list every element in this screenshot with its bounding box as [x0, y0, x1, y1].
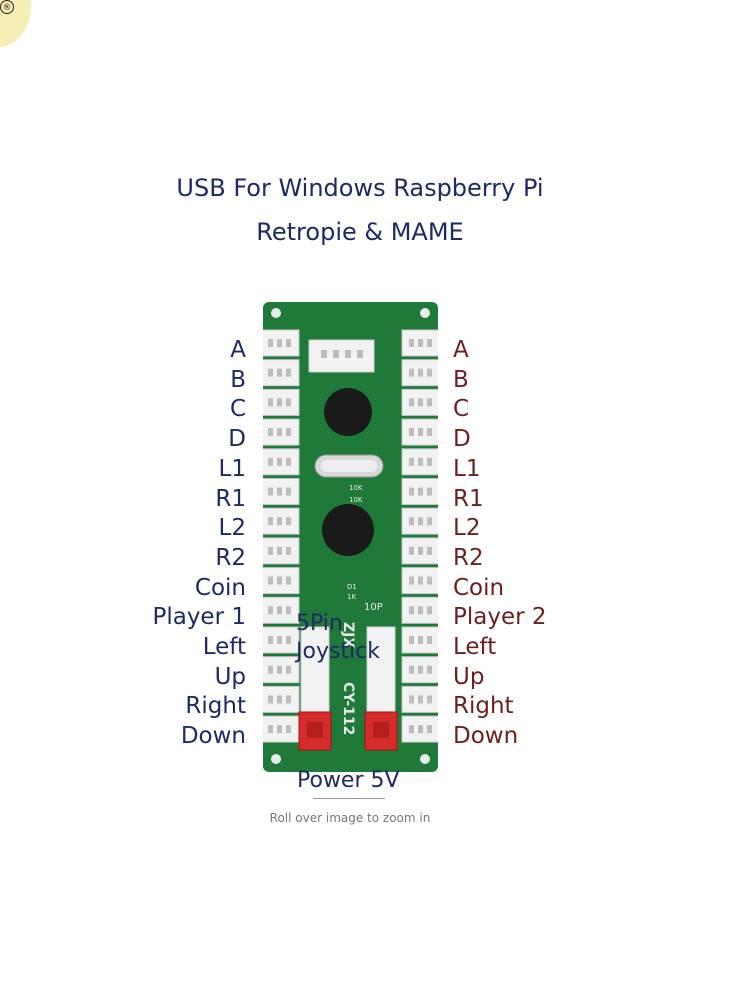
right-label-11: Up: [453, 663, 485, 690]
svg-text:10K: 10K: [349, 484, 363, 492]
right-label-6: L2: [453, 515, 481, 542]
chip-top: [324, 388, 372, 436]
joystick-label: 5Pin Joystick: [296, 610, 380, 666]
left-label-9: Player 1: [152, 604, 246, 631]
silk-brand: ZJX: [340, 622, 356, 648]
svg-text:1K: 1K: [347, 593, 356, 601]
svg-text:10P: 10P: [364, 602, 383, 613]
pcb-board-image[interactable]: 10P 10K 10K D1 1K ZJX CY-112: [263, 302, 438, 772]
right-label-3: D: [453, 426, 471, 453]
svg-text:D1: D1: [347, 583, 357, 591]
top-connector: [308, 339, 375, 373]
joystick-label-line2: Joystick: [296, 639, 381, 664]
left-label-6: L2: [218, 515, 246, 542]
left-label-13: Down: [180, 723, 246, 750]
power-underline: [313, 798, 385, 799]
joystick-label-line1: 5Pin: [296, 611, 343, 636]
left-label-3: D: [228, 426, 246, 453]
svg-text:10K: 10K: [349, 496, 363, 504]
left-label-0: A: [230, 337, 246, 363]
left-label-5: R1: [215, 485, 246, 512]
left-label-7: R2: [215, 544, 246, 571]
right-label-8: Coin: [453, 574, 505, 601]
right-label-12: Right: [453, 693, 514, 720]
silk-model: CY-112: [340, 682, 356, 735]
power-label: Power 5V: [297, 768, 400, 793]
header-title: USB For Windows Raspberry Pi: [176, 174, 544, 202]
right-label-13: Down: [453, 723, 519, 750]
right-label-10: Left: [453, 634, 497, 660]
left-label-10: Left: [202, 634, 246, 660]
zoom-caption: Roll over image to zoom in: [269, 811, 431, 825]
right-label-1: B: [453, 366, 469, 393]
header-subtitle: Retropie & MAME: [256, 218, 464, 246]
left-label-11: Up: [214, 663, 246, 690]
joystick-connector-left: [300, 626, 330, 728]
right-label-4: L1: [453, 455, 481, 482]
power-connector-left: [298, 711, 332, 751]
joystick-connector-right: [366, 626, 396, 728]
right-label-7: R2: [453, 544, 484, 571]
right-label-0: A: [453, 337, 469, 363]
left-label-1: B: [230, 366, 246, 393]
left-label-12: Right: [185, 693, 246, 720]
chip-bottom: [322, 504, 374, 556]
right-label-2: C: [453, 396, 470, 423]
right-label-5: R1: [453, 485, 484, 512]
registered-mark: ®: [0, 0, 14, 14]
left-label-8: Coin: [194, 574, 246, 601]
left-connector-9: [263, 596, 300, 624]
left-label-4: L1: [218, 455, 246, 482]
right-label-9: Player 2: [453, 604, 547, 631]
left-label-2: C: [229, 396, 246, 423]
